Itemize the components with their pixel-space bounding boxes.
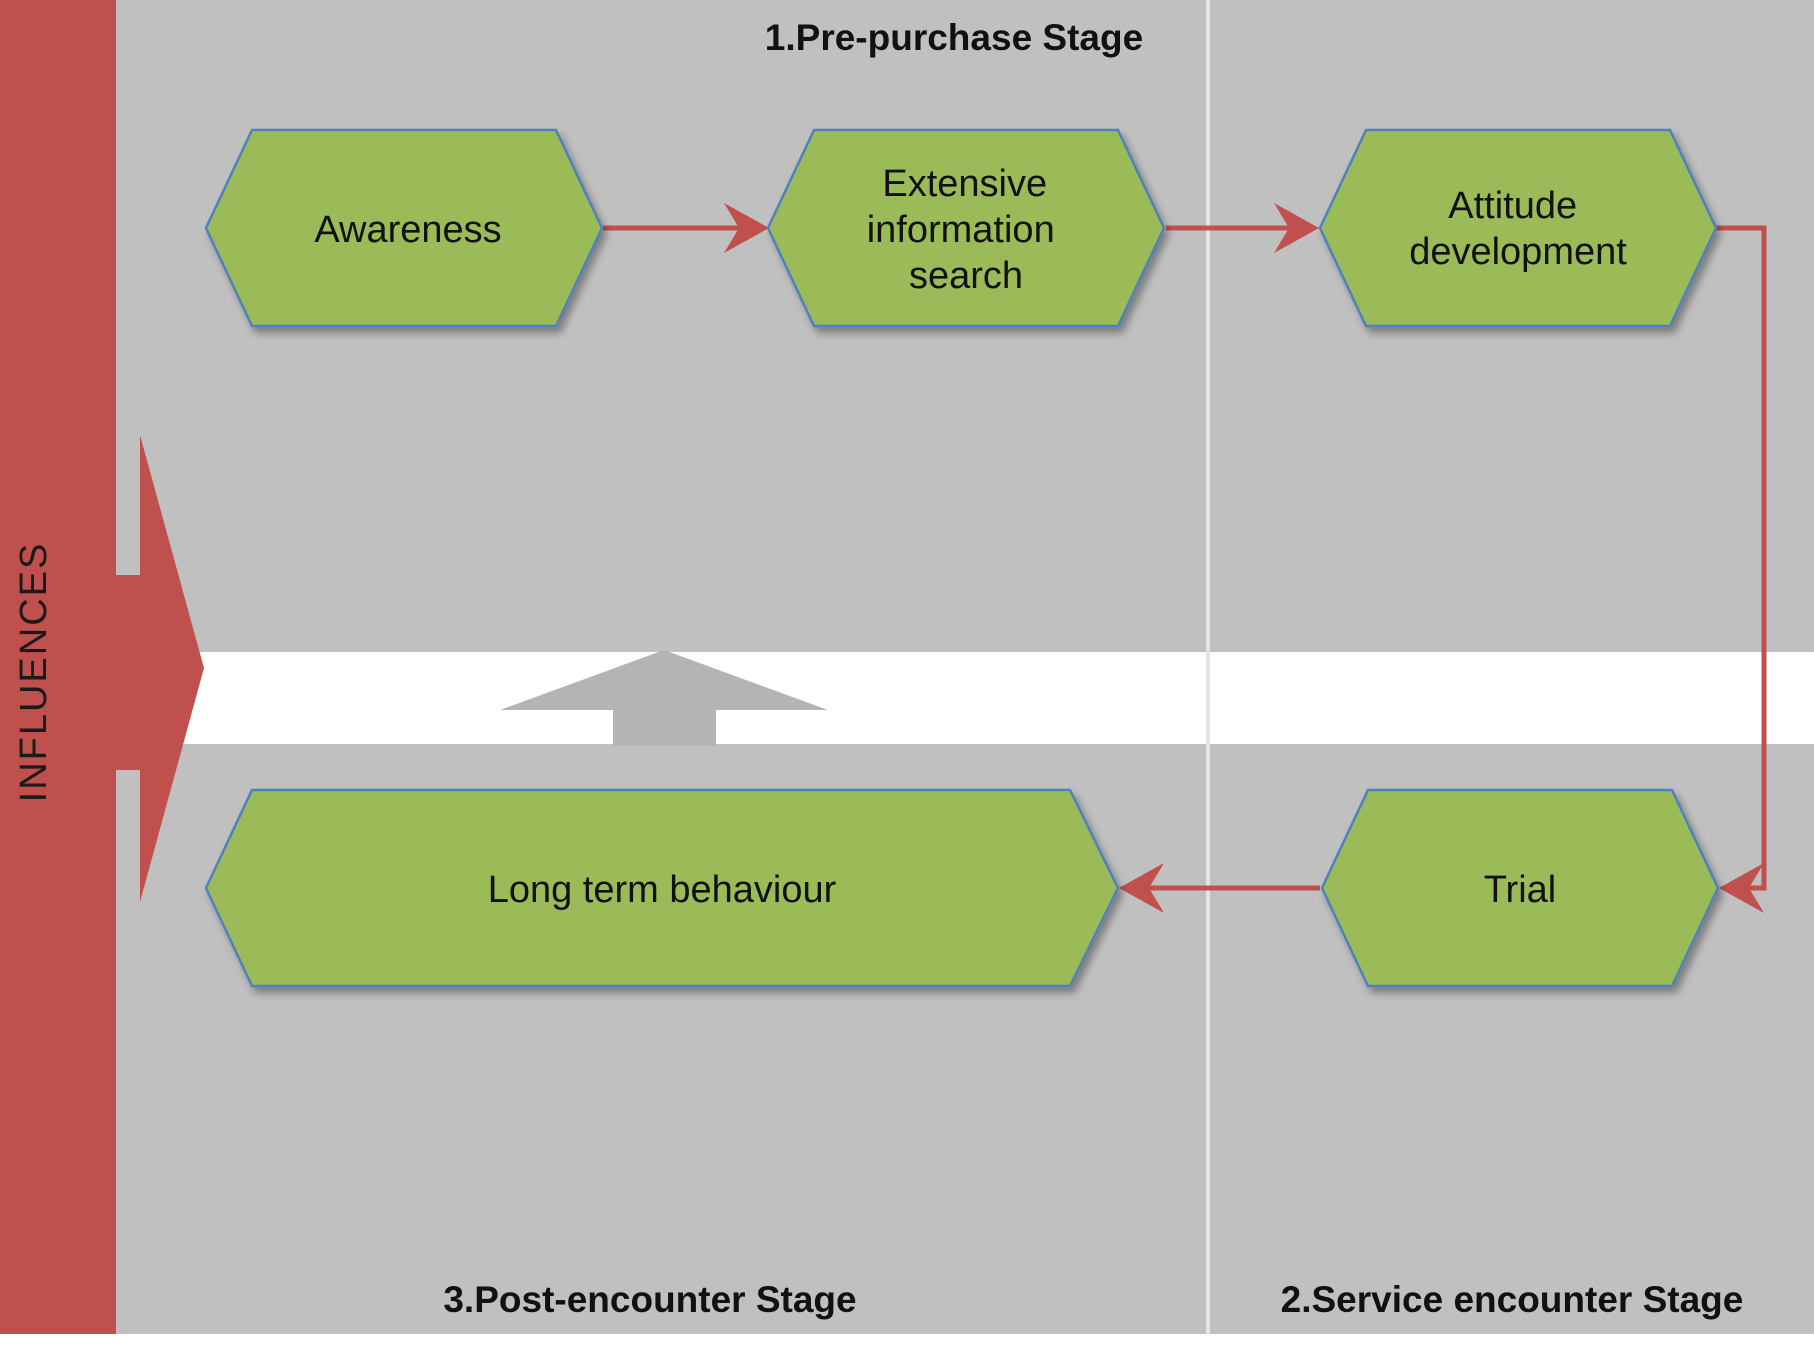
connector-attitude-to-trial: [1716, 225, 1767, 913]
influences-label: INFLUENCES: [13, 542, 55, 803]
stage-title-post-encounter: 3.Post-encounter Stage: [443, 1279, 856, 1320]
node-trial: [1320, 788, 1720, 988]
node-awareness: [204, 128, 604, 328]
node-attitude-development-label: Attitude development: [1409, 185, 1627, 273]
node-long-term-behaviour: [204, 788, 1120, 988]
node-information-search-line-2: information: [867, 209, 1055, 251]
influences-bar: [0, 0, 116, 1334]
node-information-search-line-1: Extensive: [882, 163, 1047, 205]
feedback-arrow: [500, 650, 828, 746]
node-long-term-behaviour-shape: [204, 788, 1120, 988]
node-information-search: [766, 128, 1166, 328]
node-trial-label: Trial: [1484, 869, 1556, 911]
node-awareness-label: Awareness: [314, 209, 501, 251]
node-attitude-development-shape: [1318, 128, 1718, 328]
node-information-search-label: Extensive information search: [867, 163, 1066, 297]
node-attitude-development: [1318, 128, 1718, 328]
node-information-search-line-3: search: [909, 255, 1023, 297]
node-long-term-behaviour-label: Long term behaviour: [488, 869, 837, 911]
white-band: [0, 652, 1814, 744]
stage-title-pre-purchase: 1.Pre-purchase Stage: [765, 17, 1143, 58]
node-attitude-development-line-2: development: [1409, 231, 1627, 273]
node-attitude-development-line-1: Attitude: [1448, 185, 1577, 227]
stage-title-service-encounter: 2.Service encounter Stage: [1281, 1279, 1744, 1320]
node-trial-shape: [1320, 788, 1720, 988]
influences-arrow: [112, 435, 204, 902]
node-awareness-shape: [204, 128, 604, 328]
node-information-search-shape: [766, 128, 1166, 328]
